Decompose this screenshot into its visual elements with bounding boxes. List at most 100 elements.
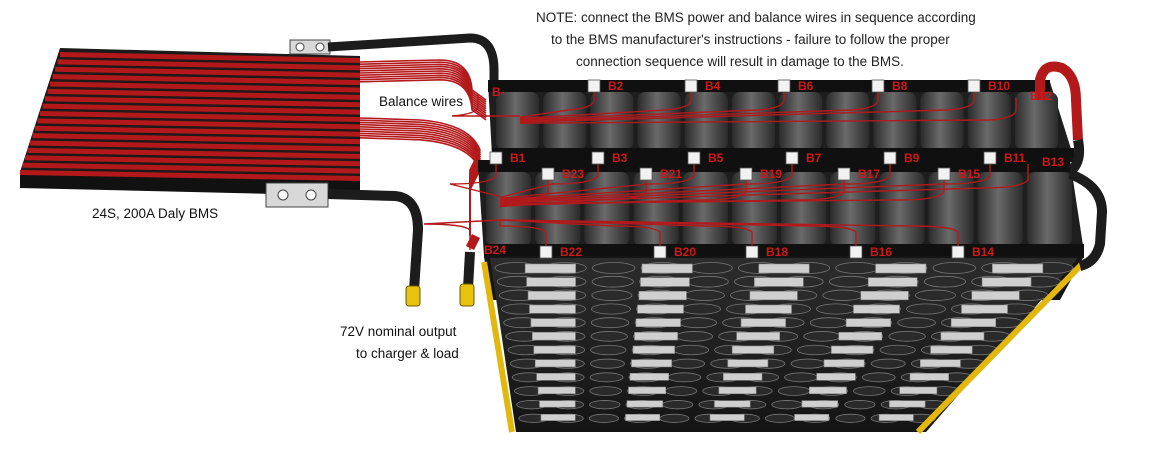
tap-wire (499, 219, 661, 252)
tap-wire (449, 160, 501, 198)
bms-output-cable-2 (463, 251, 475, 289)
balance-wires-label: Balance wires (379, 94, 463, 109)
tap-label-b17: B17 (858, 167, 880, 181)
balance-wire (359, 119, 481, 236)
heatsink-fin (50, 81, 360, 93)
nickel-strip (816, 373, 856, 381)
heatsink-fin (35, 125, 360, 137)
cell-end (906, 303, 946, 315)
tap-wire (423, 219, 501, 250)
nickel-strip (533, 345, 576, 354)
nickel-strip (758, 263, 810, 274)
cell-end (672, 344, 710, 356)
balance-tap-lug (937, 167, 951, 181)
balance-tap-lug (539, 245, 553, 259)
cell-end (589, 400, 621, 410)
battery-cell (879, 172, 925, 246)
cell-end (589, 358, 625, 369)
nickel-strip (899, 386, 938, 395)
heatsink-fin (57, 59, 360, 71)
nickel-strip (860, 291, 909, 301)
nickel-strip (718, 386, 757, 395)
nickel-strip (845, 318, 891, 327)
tap-label-b5: B5 (708, 151, 724, 165)
tap-wire (499, 176, 945, 205)
cell-end (591, 289, 633, 301)
nickel-strip (540, 414, 576, 421)
nickel-strip (831, 345, 874, 354)
tap-wire (499, 160, 695, 200)
cell-end (591, 262, 636, 274)
tap-label-b11: B11 (1004, 151, 1026, 165)
nickel-strip (919, 359, 961, 368)
nickel-strip (801, 400, 838, 408)
note-line-1: NOTE: connect the BMS power and balance … (536, 10, 976, 25)
cell-end (686, 275, 729, 288)
heatsink-fin (60, 52, 360, 63)
tap-wire (519, 88, 785, 121)
heatsink-fin (32, 133, 360, 145)
tap-wire (499, 220, 547, 252)
tap-label-b6: B6 (798, 79, 814, 93)
heatsink-fin (20, 170, 360, 181)
tap-label-b21: B21 (660, 167, 682, 181)
tap-label-b13: B13 (1042, 155, 1064, 169)
heatsink-fin (47, 88, 360, 100)
cell-end (923, 275, 967, 288)
cell-end (828, 275, 872, 288)
nickel-strip (527, 291, 576, 301)
rod-left (481, 261, 515, 433)
balance-tap-lug (745, 245, 759, 259)
note-line-2: to the BMS manufacturer's instructions -… (551, 32, 950, 47)
nickel-strip (628, 386, 667, 395)
cell-end (670, 358, 706, 369)
balance-tap-lugs (489, 79, 997, 259)
balance-wire (359, 121, 481, 236)
nickel-strip (740, 318, 786, 327)
tap-label-b8: B8 (892, 79, 908, 93)
tap-wire (499, 219, 959, 252)
tap-wire (451, 94, 520, 117)
nickel-strip (794, 414, 830, 421)
nickel-strip (529, 304, 576, 314)
nickel-strip (731, 345, 775, 354)
cell-end (683, 289, 725, 301)
nickel-strip (950, 318, 997, 327)
nickel-strip (640, 277, 690, 287)
balance-tap-lug (967, 79, 981, 93)
balance-tap-lug (883, 151, 897, 165)
cell-end (590, 344, 627, 356)
tap-label-b4: B4 (705, 79, 721, 93)
tap-wire (519, 98, 1017, 124)
nickel-strip (875, 263, 927, 274)
nickel-strip (940, 332, 985, 341)
nickel-strip (853, 304, 900, 314)
heatsink-fin (55, 66, 360, 78)
balance-tap-lug (687, 151, 701, 165)
battery-cell (781, 172, 827, 246)
nickel-strip (539, 400, 576, 408)
nickel-strip (838, 332, 883, 341)
nickel-strip (971, 291, 1020, 301)
nickel-strip (723, 373, 763, 381)
heatsink-fin (40, 111, 360, 122)
cell-end (835, 413, 866, 423)
nickel-strip (635, 318, 681, 327)
battery-cell (682, 172, 728, 246)
cell-end (764, 413, 796, 423)
heatsink-fin (52, 74, 360, 86)
cell-end (588, 413, 619, 423)
nickel-strip (641, 263, 693, 274)
nickel-strip (638, 291, 687, 301)
tap-wire (499, 176, 549, 208)
tap-wire (519, 88, 692, 120)
battery-cell (637, 92, 681, 150)
balance-tap-lug (777, 79, 791, 93)
balance-tap-lug (849, 245, 863, 259)
tap-label-b-: B- (492, 85, 505, 99)
cell-end (681, 303, 721, 315)
nickel-strip (889, 400, 926, 408)
cell-end (897, 317, 936, 329)
balance-tap-lug (541, 167, 555, 181)
nickel-strip (629, 373, 669, 381)
